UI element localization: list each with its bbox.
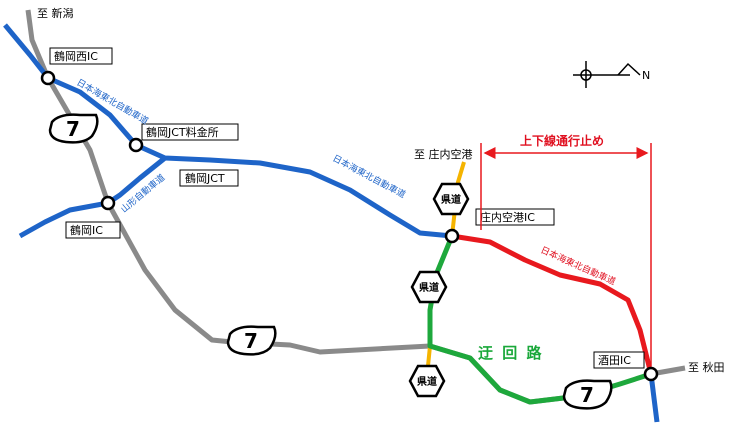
pref-road-north — [450, 161, 466, 237]
expressway-south-stub — [648, 373, 660, 423]
pref-road-badge-1: 県道 — [432, 182, 470, 216]
detour-route — [427, 235, 652, 405]
svg-text:7: 7 — [66, 117, 80, 141]
tsuruoka-jct-toll-node — [128, 137, 144, 153]
sakata-label: 酒田IC — [598, 354, 631, 367]
sakata-node — [643, 366, 659, 382]
pref-road-south — [426, 345, 432, 367]
nihonkai-label-2: 日本海東北自動車道 — [331, 152, 408, 201]
tsuruoka-ic-node — [100, 195, 116, 211]
closed-section — [451, 233, 654, 375]
tsuruoka-jct-label: 鶴岡JCT — [185, 171, 225, 185]
route-7-shield-2: 7 — [226, 325, 277, 356]
tsuruoka-ic-label: 鶴岡IC — [70, 223, 103, 237]
pref-road-badge-3: 県道 — [408, 364, 446, 398]
tsuruoka-nishi-label: 鶴岡西IC — [54, 49, 98, 63]
route-7-shield-1: 7 — [48, 113, 99, 144]
svg-text:N: N — [642, 69, 650, 82]
dest-airport: 至 庄内空港 — [414, 147, 473, 161]
pref-road-badge-2: 県道 — [410, 270, 448, 304]
dest-niigata: 至 新潟 — [37, 6, 74, 20]
shonai-airport-node — [444, 228, 460, 244]
tsuruoka-nishi-node — [40, 70, 56, 86]
svg-text:7: 7 — [244, 329, 258, 353]
compass-icon: N — [573, 61, 650, 88]
svg-text:県道: 県道 — [441, 193, 461, 206]
svg-text:7: 7 — [580, 383, 594, 407]
tsuruoka-jct-toll-label: 鶴岡JCT料金所 — [146, 125, 219, 139]
route-7-shield-3: 7 — [562, 379, 613, 410]
svg-text:県道: 県道 — [419, 281, 439, 294]
dest-akita: 至 秋田 — [688, 360, 725, 374]
shonai-airport-label: 庄内空港IC — [480, 210, 535, 224]
detour-label: 迂 回 路 — [478, 344, 543, 362]
svg-text:県道: 県道 — [417, 375, 437, 388]
closure-label: 上下線通行止め — [520, 133, 604, 148]
